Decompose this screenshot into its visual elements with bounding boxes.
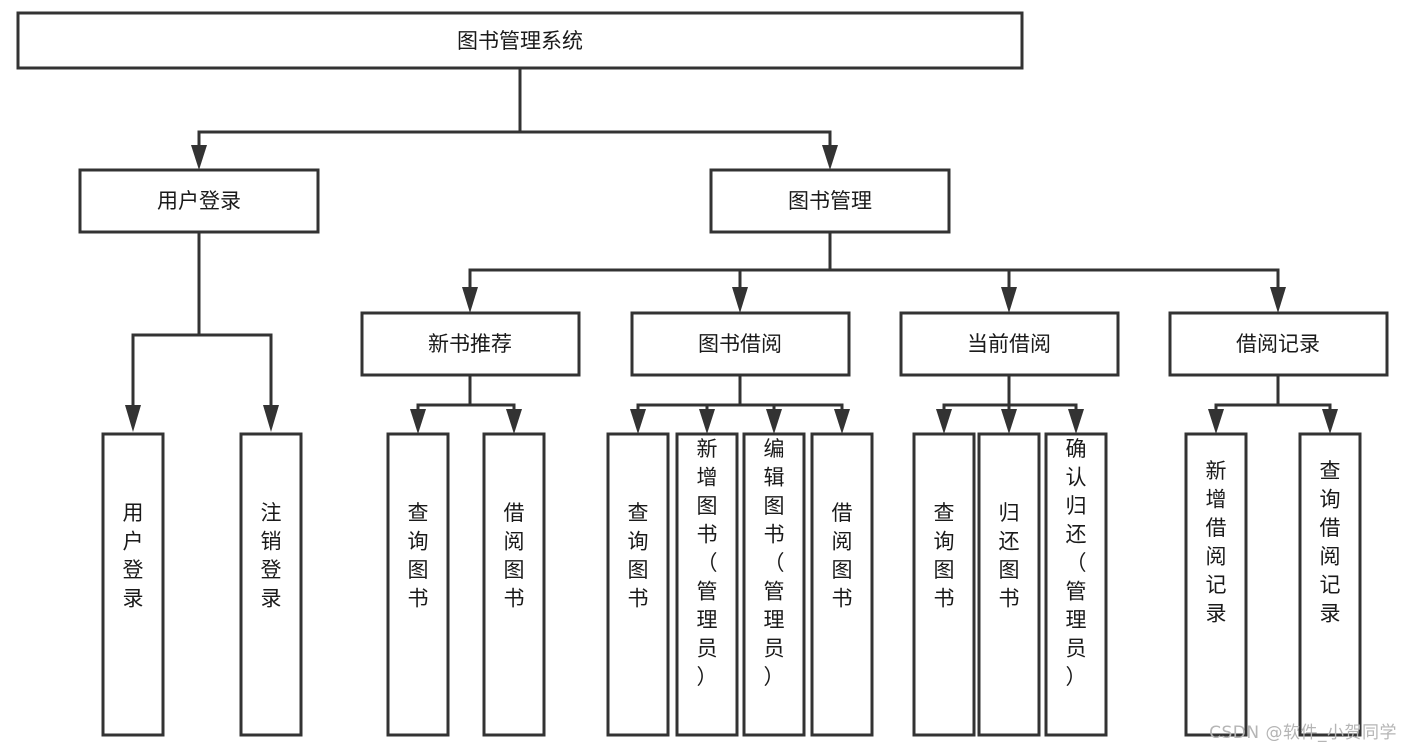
node-leaf-query-book-2-box[interactable] — [606, 432, 670, 737]
node-borrow-record[interactable]: 借阅记录 — [1168, 311, 1389, 377]
arrow-head-leaf-edit-book — [766, 409, 782, 434]
node-leaf-logout-label: 注销登录 — [261, 501, 282, 611]
node-leaf-query-record-box[interactable] — [1298, 432, 1362, 737]
node-borrow-record-box[interactable] — [1168, 311, 1389, 377]
arrow-head-leaf-add-book — [699, 409, 715, 434]
node-book-manage-box[interactable] — [709, 168, 951, 234]
node-leaf-logout[interactable]: 注销登录 — [239, 432, 303, 737]
node-leaf-return-book-label: 归还图书 — [999, 501, 1020, 611]
arrow-head-leaf-query-book-3 — [936, 409, 952, 434]
node-leaf-user-login[interactable]: 用户登录 — [101, 432, 165, 737]
csdn-watermark: CSDN @软件_小贺同学 — [1209, 723, 1397, 743]
arrow-head-leaf-user-login — [125, 405, 141, 432]
node-user-login[interactable]: 用户登录 — [78, 168, 320, 234]
arrow-head-current-borrow — [1001, 287, 1017, 313]
node-leaf-edit-book-label: 编辑图书（管理员） — [764, 437, 785, 689]
node-borrow-record-label: 借阅记录 — [1236, 332, 1320, 356]
node-leaf-add-record-label: 新增借阅记录 — [1206, 459, 1227, 626]
arrow-head-leaf-query-book-1 — [410, 409, 426, 434]
node-leaf-user-login-box[interactable] — [101, 432, 165, 737]
node-book-manage[interactable]: 图书管理 — [709, 168, 951, 234]
node-leaf-query-book-3-label: 查询图书 — [934, 501, 955, 611]
node-leaf-query-record[interactable]: 查询借阅记录 — [1298, 432, 1362, 737]
arrow-head-user-login — [191, 145, 207, 170]
node-leaf-borrow-book-1-label: 借阅图书 — [504, 501, 525, 611]
arrow-head-leaf-return-book — [1001, 409, 1017, 434]
node-new-book-recommend-label: 新书推荐 — [428, 332, 512, 356]
node-leaf-query-book-1-box[interactable] — [386, 432, 450, 737]
node-root-label: 图书管理系统 — [457, 29, 583, 53]
node-leaf-logout-box[interactable] — [239, 432, 303, 737]
arrow-head-leaf-query-record — [1322, 409, 1338, 434]
node-book-borrow-label: 图书借阅 — [698, 332, 782, 356]
node-book-borrow[interactable]: 图书借阅 — [630, 311, 851, 377]
node-book-manage-label: 图书管理 — [788, 189, 872, 213]
node-leaf-return-book-box[interactable] — [977, 432, 1041, 737]
node-book-borrow-box[interactable] — [630, 311, 851, 377]
node-leaf-add-book[interactable]: 新增图书（管理员） — [675, 432, 739, 737]
node-leaf-borrow-book-1[interactable]: 借阅图书 — [482, 432, 546, 737]
connector-layer — [125, 66, 1338, 434]
node-leaf-query-book-2-label: 查询图书 — [628, 501, 649, 611]
node-leaf-add-book-label: 新增图书（管理员） — [697, 437, 718, 689]
node-new-book-recommend[interactable]: 新书推荐 — [360, 311, 581, 377]
node-leaf-query-book-3[interactable]: 查询图书 — [912, 432, 976, 737]
node-new-book-recommend-box[interactable] — [360, 311, 581, 377]
arrow-head-leaf-logout — [263, 405, 279, 432]
node-root-box[interactable] — [16, 11, 1024, 70]
node-leaf-add-record-box[interactable] — [1184, 432, 1248, 737]
arrow-head-new-book-recommend — [462, 287, 478, 313]
arrow-head-book-borrow — [732, 287, 748, 313]
node-leaf-confirm-return-box[interactable] — [1044, 432, 1108, 737]
arrow-head-leaf-query-book-2 — [630, 409, 646, 434]
node-current-borrow[interactable]: 当前借阅 — [899, 311, 1120, 377]
arrow-head-leaf-confirm-return — [1068, 409, 1084, 434]
node-leaf-borrow-book-1-box[interactable] — [482, 432, 546, 737]
node-user-login-label: 用户登录 — [157, 189, 241, 213]
arrow-head-leaf-borrow-book-1 — [506, 409, 522, 434]
node-leaf-borrow-book-2-label: 借阅图书 — [832, 501, 853, 611]
node-leaf-borrow-book-2[interactable]: 借阅图书 — [810, 432, 874, 737]
node-leaf-user-login-label: 用户登录 — [123, 501, 144, 611]
node-leaf-query-record-label: 查询借阅记录 — [1320, 459, 1341, 626]
node-leaf-edit-book[interactable]: 编辑图书（管理员） — [742, 432, 806, 737]
node-leaf-add-record[interactable]: 新增借阅记录 — [1184, 432, 1248, 737]
node-leaf-query-book-3-box[interactable] — [912, 432, 976, 737]
node-leaf-confirm-return-label: 确认归还（管理员） — [1066, 437, 1087, 689]
node-leaf-query-book-1-label: 查询图书 — [408, 501, 429, 611]
node-user-login-box[interactable] — [78, 168, 320, 234]
node-leaf-borrow-book-2-box[interactable] — [810, 432, 874, 737]
node-leaf-add-book-box[interactable] — [675, 432, 739, 737]
node-leaf-return-book[interactable]: 归还图书 — [977, 432, 1041, 737]
node-leaf-confirm-return[interactable]: 确认归还（管理员） — [1044, 432, 1108, 737]
node-leaf-edit-book-box[interactable] — [742, 432, 806, 737]
arrow-head-leaf-borrow-book-2 — [834, 409, 850, 434]
node-current-borrow-box[interactable] — [899, 311, 1120, 377]
arrow-head-leaf-add-record — [1208, 409, 1224, 434]
node-root[interactable]: 图书管理系统 — [16, 11, 1024, 70]
arrow-head-book-manage — [822, 145, 838, 170]
arrow-head-borrow-record — [1270, 287, 1286, 313]
node-leaf-query-book-2[interactable]: 查询图书 — [606, 432, 670, 737]
node-current-borrow-label: 当前借阅 — [967, 332, 1051, 356]
node-leaf-query-book-1[interactable]: 查询图书 — [386, 432, 450, 737]
